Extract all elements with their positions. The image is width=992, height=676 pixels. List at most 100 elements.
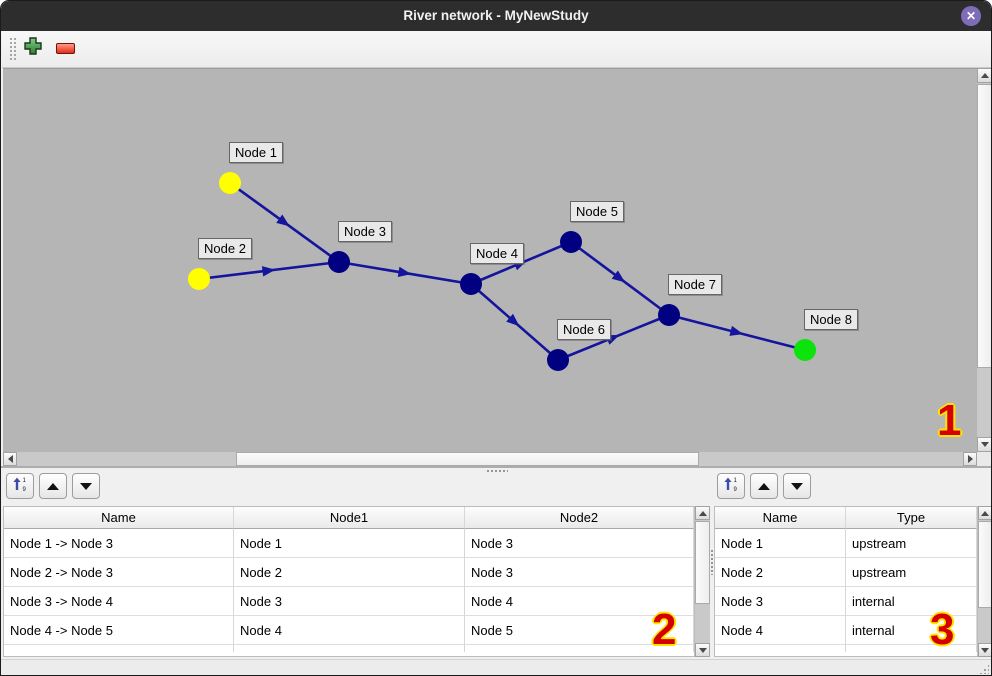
cell: Node 2 -> Node 3 [4,558,234,587]
cell: Node 4 -> Node 5 [4,616,234,645]
cell: Node 5 [465,616,694,645]
node-node-3[interactable] [328,251,350,273]
sort-ascending-icon: 1 9 [12,476,28,497]
flow-direction-arrow-icon [276,214,290,227]
cell [715,645,846,652]
column-header[interactable]: Node2 [465,507,694,529]
svg-text:9: 9 [734,487,738,492]
resize-grip-icon[interactable] [979,664,989,674]
scroll-left-button[interactable] [3,452,17,466]
cell: Node 3 [234,587,465,616]
node-node-5[interactable] [560,231,582,253]
triangle-down-icon [698,647,707,653]
column-header[interactable]: Type [846,507,977,529]
scroll-up-button[interactable] [695,506,710,520]
main-toolbar [2,31,991,68]
triangle-up-icon [980,73,989,78]
triangle-right-icon [967,455,973,463]
canvas-horizontal-scrollbar[interactable] [3,452,977,466]
node-node-6[interactable] [547,349,569,371]
cell: Node 1 -> Node 3 [4,529,234,558]
close-button[interactable]: ✕ [961,6,981,26]
scroll-up-button[interactable] [977,68,991,83]
scrollbar-corner [977,452,991,466]
cell: upstream [846,558,977,587]
svg-text:9: 9 [23,487,27,492]
canvas-vertical-scrollbar[interactable] [977,68,991,452]
table-splitter-grip-icon[interactable] [710,549,714,575]
triangle-down-icon [981,647,989,653]
cell: Node 4 [234,616,465,645]
node-node-4[interactable] [460,273,482,295]
nodes-table-scrollbar[interactable] [978,506,991,657]
cell: upstream [846,529,977,558]
scroll-down-button[interactable] [978,643,991,657]
links-sort-button[interactable]: 1 9 [6,473,34,499]
node-label: Node 6 [557,319,611,340]
flow-direction-arrow-icon [397,266,412,278]
node-node-2[interactable] [188,268,210,290]
svg-text:1: 1 [734,478,738,484]
annotation-mark-2: 2 [652,605,677,654]
triangle-down-icon [980,442,989,447]
node-node-1[interactable] [219,172,241,194]
titlebar[interactable]: River network - MyNewStudy ✕ [1,1,991,31]
nodes-sort-button[interactable]: 1 9 [717,473,745,499]
node-label: Node 3 [338,221,392,242]
node-label: Node 4 [470,243,524,264]
scroll-down-button[interactable] [977,437,991,452]
cell: Node 3 [465,529,694,558]
toolbar-drag-handle[interactable] [9,37,16,61]
flow-direction-arrow-icon [729,325,744,336]
cell: internal [846,587,977,616]
column-header[interactable]: Node1 [234,507,465,529]
scroll-down-button[interactable] [695,643,710,657]
scroll-right-button[interactable] [963,452,977,466]
triangle-up-icon [698,510,707,516]
cell [465,645,694,652]
cell: Node 2 [715,558,846,587]
scroll-up-button[interactable] [978,506,991,520]
flow-direction-arrow-icon [506,313,520,327]
vertical-scroll-thumb[interactable] [695,521,710,604]
node-label: Node 1 [229,142,283,163]
nodes-move-up-button[interactable] [750,473,778,499]
links-table-scrollbar[interactable] [695,506,710,657]
node-label: Node 7 [668,274,722,295]
column-header[interactable]: Name [715,507,846,529]
remove-node-button[interactable] [52,35,78,61]
nodes-move-down-button[interactable] [783,473,811,499]
cell: Node 4 [465,587,694,616]
vertical-scroll-thumb[interactable] [977,84,991,368]
horizontal-splitter[interactable] [1,466,991,468]
plus-icon [24,36,42,60]
node-node-8[interactable] [794,339,816,361]
add-node-button[interactable] [20,35,46,61]
cell: Node 2 [234,558,465,587]
annotation-mark-3: 3 [930,605,955,654]
links-move-down-button[interactable] [72,473,100,499]
horizontal-scroll-thumb[interactable] [236,452,699,466]
triangle-left-icon [7,455,13,463]
vertical-scroll-thumb[interactable] [978,521,991,608]
links-table-empty-row [4,645,694,652]
flow-direction-arrow-icon [261,266,276,277]
minus-icon [55,42,75,54]
node-node-7[interactable] [658,304,680,326]
column-header[interactable]: Name [4,507,234,529]
links-move-up-button[interactable] [39,473,67,499]
